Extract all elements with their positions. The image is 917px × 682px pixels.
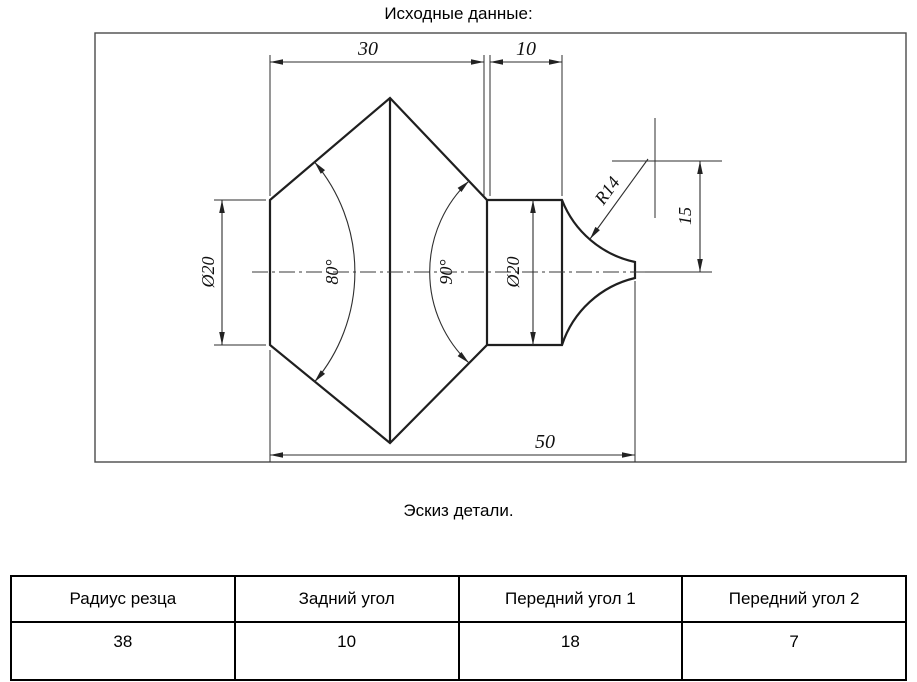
- dim-total-length-label: 50: [535, 431, 555, 453]
- dim-height-label: 15: [675, 207, 695, 225]
- col-header-front-angle-2: Передний угол 2: [681, 575, 907, 623]
- parameters-table: Радиус резца Задний угол Передний угол 1…: [10, 575, 907, 681]
- dim-diameter-left-label: Ø20: [198, 257, 218, 289]
- table-value-row: 38 10 18 7: [10, 621, 907, 681]
- part-sketch-drawing: 30 10 Ø20 80° 90° Ø20: [94, 32, 907, 463]
- dim-cone-length: 30: [269, 38, 485, 196]
- dim-radius-label: R14: [590, 173, 624, 209]
- dim-diameter-cylinder-label: Ø20: [503, 257, 523, 289]
- value-front-angle-2: 7: [681, 621, 907, 681]
- dim-height: 15: [645, 161, 712, 273]
- col-header-cutter-radius: Радиус резца: [10, 575, 236, 623]
- dim-total-length: 50: [269, 281, 636, 462]
- table-header-row: Радиус резца Задний угол Передний угол 1…: [10, 575, 907, 623]
- dim-cone-length-label: 30: [357, 38, 378, 60]
- dim-angle-right-label: 90°: [436, 259, 456, 284]
- value-back-angle: 10: [233, 621, 460, 681]
- drawing-border: [94, 32, 907, 463]
- col-header-front-angle-1: Передний угол 1: [457, 575, 684, 623]
- dim-angle-right: 90°: [429, 180, 470, 364]
- dim-cylinder-length: 10: [489, 38, 563, 196]
- page-title: Исходные данные:: [384, 4, 533, 23]
- col-header-back-angle: Задний угол: [233, 575, 460, 623]
- value-front-angle-1: 18: [457, 621, 684, 681]
- dim-angle-left: 80°: [314, 161, 356, 383]
- dim-diameter-left: Ø20: [198, 199, 266, 346]
- drawing-caption: Эскиз детали.: [403, 501, 514, 520]
- dim-radius: R14: [589, 118, 722, 240]
- dim-cylinder-length-label: 10: [516, 38, 536, 60]
- dim-angle-left-label: 80°: [322, 259, 342, 284]
- dim-diameter-cylinder: Ø20: [503, 200, 536, 345]
- part-profile: [268, 96, 637, 445]
- value-cutter-radius: 38: [10, 621, 236, 681]
